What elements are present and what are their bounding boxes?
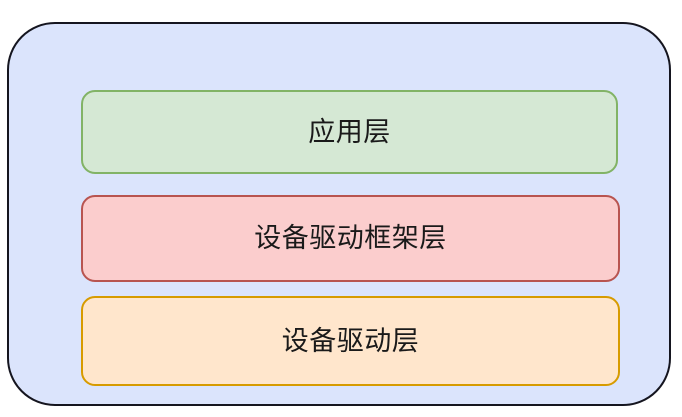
layer-label-device-driver: 设备驱动层: [281, 325, 420, 356]
layer-label-application: 应用层: [308, 116, 391, 147]
layer-box-application: 应用层: [81, 90, 618, 174]
layer-box-device-driver: 设备驱动层: [81, 296, 620, 386]
architecture-outer-container: 应用层 设备驱动框架层 设备驱动层: [7, 22, 671, 406]
layer-box-device-driver-framework: 设备驱动框架层: [81, 195, 620, 282]
layer-label-device-driver-framework: 设备驱动框架层: [254, 223, 447, 253]
